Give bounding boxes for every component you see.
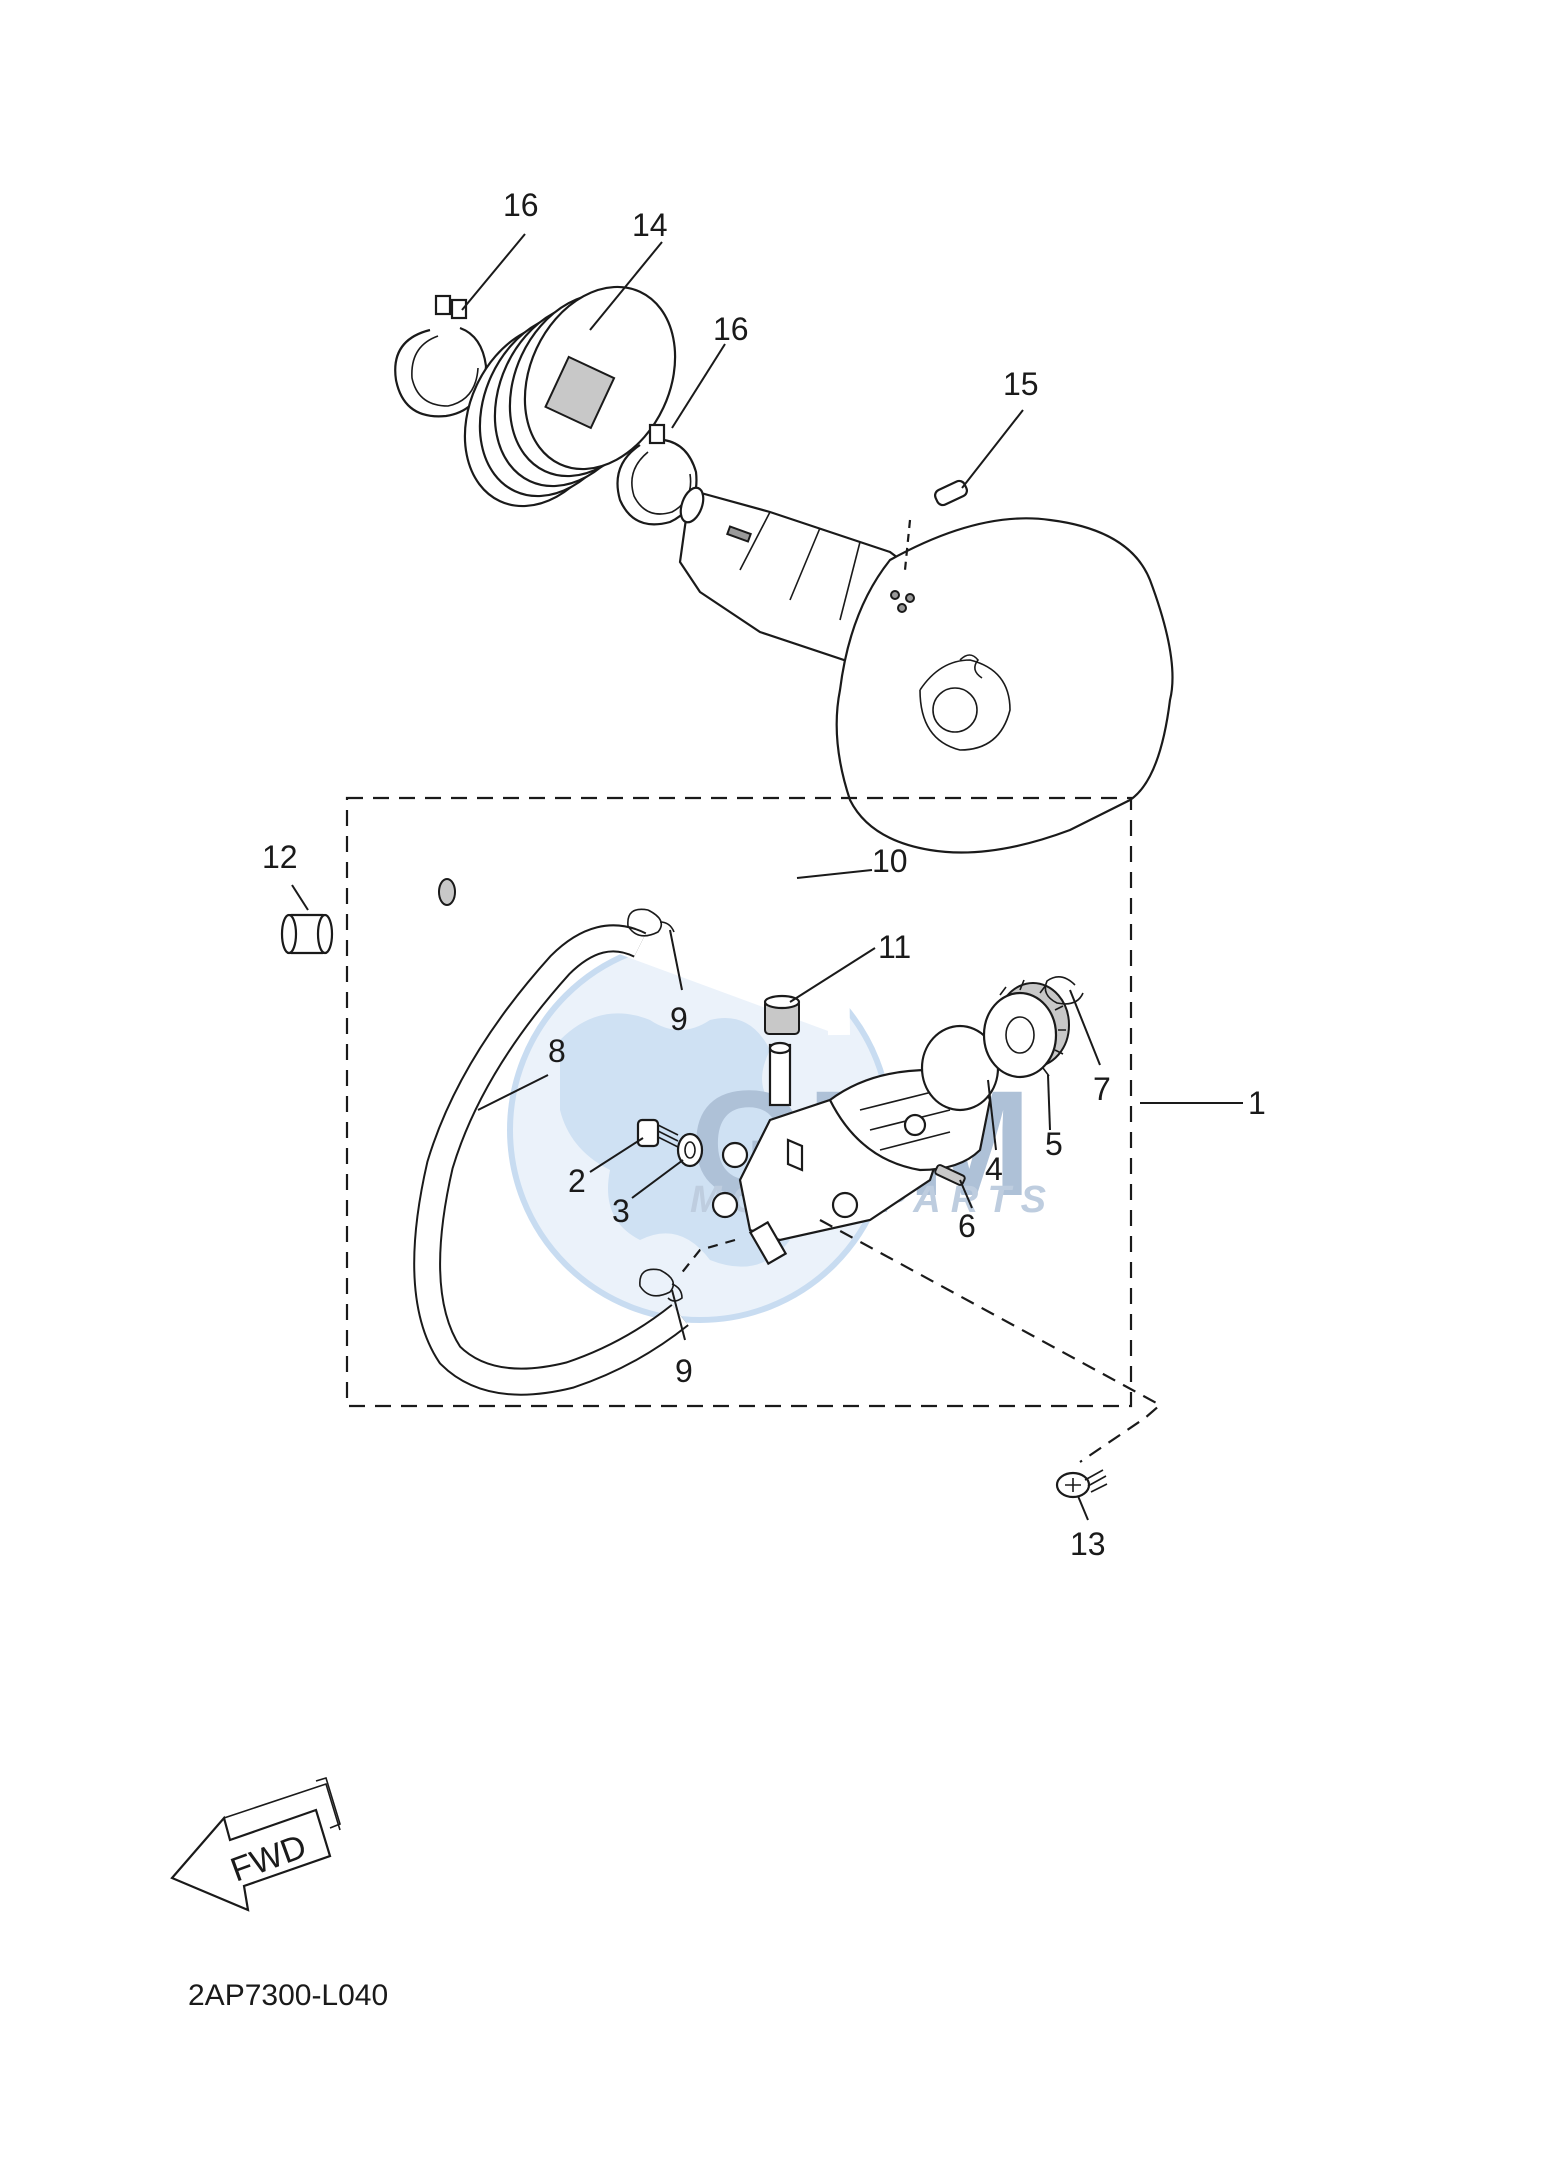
callouts: 16 14 16 15 12 10 11 9 8 2 3 4 5 7 6 1 9…	[262, 187, 1266, 1562]
forward-direction-arrow: FWD	[170, 1777, 341, 1912]
callout-3: 3	[612, 1193, 630, 1229]
collar-12	[280, 913, 334, 955]
callout-7: 7	[1093, 1071, 1111, 1107]
callout-10: 10	[872, 843, 908, 879]
callout-14: 14	[632, 207, 668, 243]
dowel-pin	[903, 479, 969, 571]
mounting-reference-line	[819, 1219, 1162, 1463]
callout-9-upper: 9	[670, 1001, 688, 1037]
callout-2: 2	[568, 1163, 586, 1199]
drive-gear	[982, 979, 1070, 1079]
hose-sleeve	[763, 994, 801, 1035]
hose-clip-upper	[627, 908, 675, 937]
hose-clip-lower	[639, 1268, 683, 1302]
circlip-left	[394, 294, 488, 418]
pin-6	[934, 1164, 966, 1186]
callout-16-left: 16	[503, 187, 539, 223]
screw-2	[636, 1118, 679, 1148]
callout-16-right: 16	[713, 311, 749, 347]
washer-3	[676, 1132, 704, 1168]
callout-9-lower: 9	[675, 1353, 693, 1389]
callout-5: 5	[1045, 1126, 1063, 1162]
pulley	[463, 285, 677, 508]
callout-1: 1	[1248, 1085, 1266, 1121]
circlip-right	[616, 423, 698, 526]
leader-lines	[291, 233, 1243, 1521]
screw-13	[1055, 1469, 1108, 1499]
crankcase-cover	[835, 517, 1174, 854]
callout-12: 12	[262, 839, 298, 875]
diagram-reference-code: 2AP7300-L040	[188, 1979, 388, 2012]
retaining-clip-7	[1044, 976, 1084, 1005]
hose-8	[413, 924, 689, 1396]
callout-13: 13	[1070, 1526, 1106, 1562]
oil-pump-assembly-box	[345, 796, 1133, 1408]
callout-6: 6	[958, 1208, 976, 1244]
callout-4: 4	[985, 1151, 1003, 1187]
callout-15: 15	[1003, 366, 1039, 402]
callout-11: 11	[878, 929, 911, 965]
callout-8: 8	[548, 1033, 566, 1069]
